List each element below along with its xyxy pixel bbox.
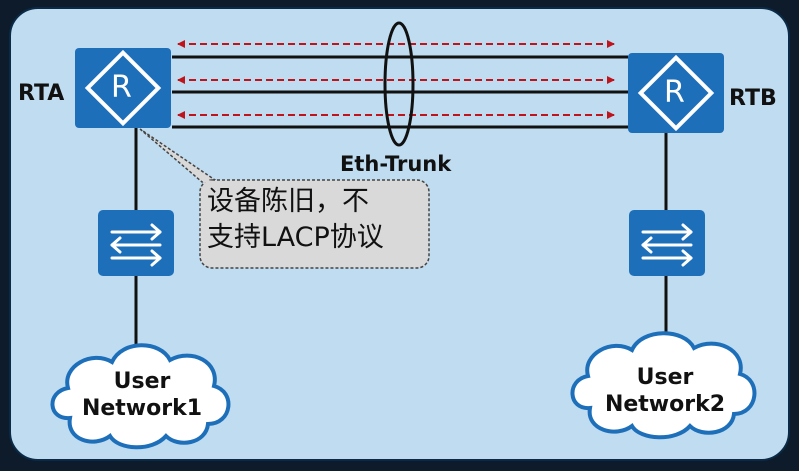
switch-right-body — [629, 210, 705, 276]
router-rta — [75, 48, 171, 128]
cloud-network1 — [50, 343, 231, 450]
network1-label: User Network1 — [78, 368, 206, 422]
callout-text: 设备陈旧，不 支持LACP协议 — [207, 184, 419, 256]
router-icon — [84, 49, 162, 127]
trunk-member-links — [172, 55, 628, 129]
callout-pointer — [139, 128, 221, 183]
router-rta-label: RTA — [18, 81, 65, 106]
network2-label-line-2: Network2 — [604, 392, 726, 417]
cloud-icon — [570, 331, 757, 440]
callout-line-1: 设备陈旧，不 — [207, 186, 369, 217]
switch-right — [629, 210, 705, 276]
router-rta-body — [75, 48, 171, 128]
eth-trunk-bundle — [383, 21, 415, 147]
network1-label-line-1: User — [113, 369, 171, 394]
router-rtb-body — [628, 53, 724, 133]
router-rtb-label: RTB — [729, 86, 777, 111]
switch-arrows-icon — [110, 223, 162, 267]
callout-line-2: 支持LACP协议 — [207, 222, 384, 253]
eth-trunk-label: Eth-Trunk — [340, 152, 452, 176]
switch-left — [98, 210, 174, 276]
cloud-network2 — [570, 331, 757, 440]
router-rtb — [628, 53, 724, 133]
cloud-icon — [50, 343, 231, 450]
network2-label: User Network2 — [598, 364, 732, 418]
router-icon — [637, 54, 715, 132]
network2-label-line-1: User — [636, 365, 694, 390]
router-rta-glyph: R — [111, 70, 132, 105]
switch-arrows-icon — [641, 223, 693, 267]
traffic-arrows — [177, 40, 615, 119]
network1-label-line-2: Network1 — [81, 396, 203, 421]
switch-left-body — [98, 210, 174, 276]
router-rtb-glyph: R — [664, 75, 685, 110]
callout-box — [199, 179, 430, 269]
